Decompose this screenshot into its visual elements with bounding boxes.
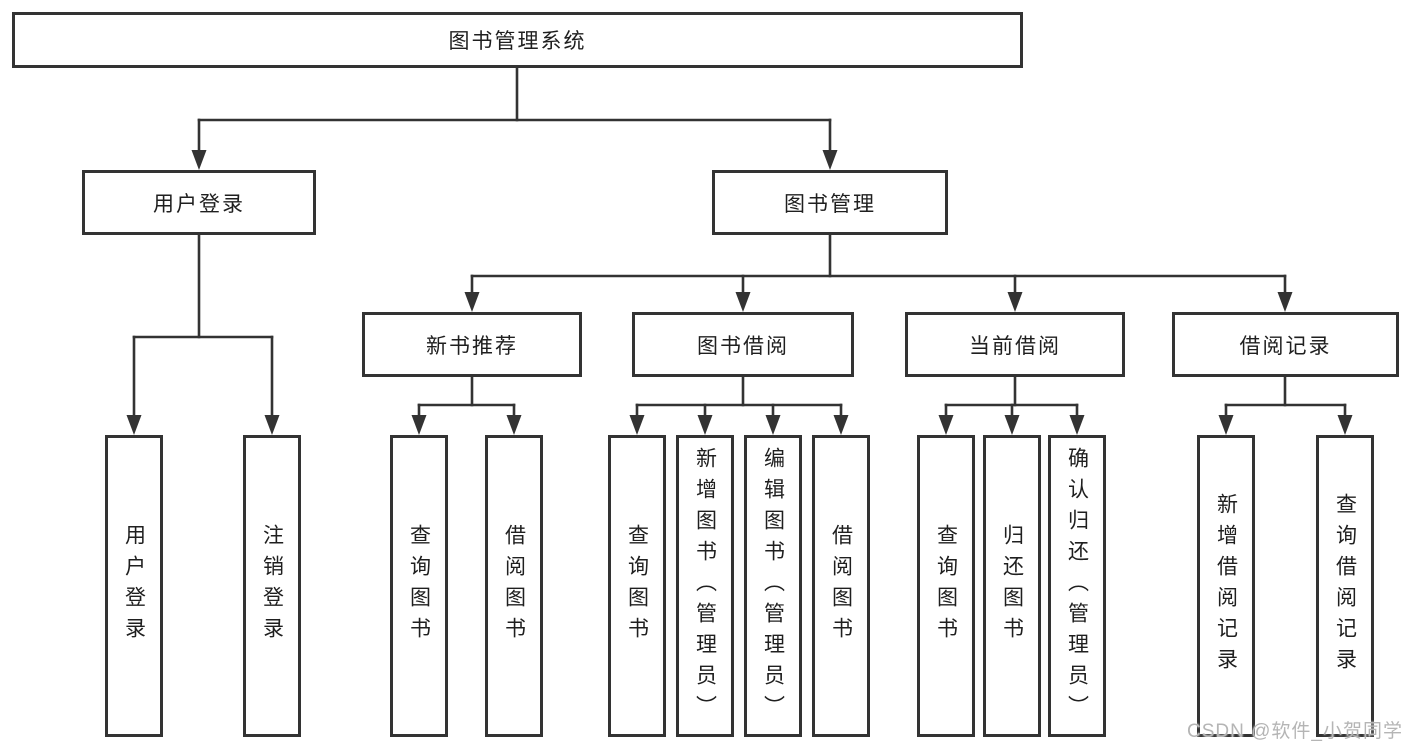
leaf-borrow-query-books-label: 查询图书 xyxy=(625,524,649,648)
leaf-records-query-record-label: 查询借阅记录 xyxy=(1333,493,1357,679)
leaf-newbooks-query-books-label: 查询图书 xyxy=(407,524,431,648)
leaf-logout-label: 注销登录 xyxy=(260,524,284,648)
node-new-book-recommend: 新书推荐 xyxy=(362,312,582,377)
leaf-records-add-record-label: 新增借阅记录 xyxy=(1214,493,1238,679)
leaf-user-login: 用户登录 xyxy=(105,435,163,737)
node-current-borrow: 当前借阅 xyxy=(905,312,1125,377)
leaf-borrow-edit-books-admin: 编辑图书（管理员） xyxy=(744,435,802,737)
node-book-borrow: 图书借阅 xyxy=(632,312,854,377)
node-book-management: 图书管理 xyxy=(712,170,948,235)
leaf-borrow-query-books: 查询图书 xyxy=(608,435,666,737)
leaf-records-query-record: 查询借阅记录 xyxy=(1316,435,1374,737)
node-root: 图书管理系统 xyxy=(12,12,1023,68)
leaf-current-confirm-return-admin: 确认归还（管理员） xyxy=(1048,435,1106,737)
leaf-borrow-borrow-books-label: 借阅图书 xyxy=(829,524,853,648)
leaf-newbooks-borrow-books: 借阅图书 xyxy=(485,435,543,737)
leaf-borrow-add-books-admin-label: 新增图书（管理员） xyxy=(693,446,717,726)
leaf-logout: 注销登录 xyxy=(243,435,301,737)
watermark: CSDN @软件_小贺同学 xyxy=(1187,721,1403,742)
leaf-borrow-edit-books-admin-label: 编辑图书（管理员） xyxy=(761,446,785,726)
leaf-borrow-borrow-books: 借阅图书 xyxy=(812,435,870,737)
leaf-current-return-books: 归还图书 xyxy=(983,435,1041,737)
leaf-records-add-record: 新增借阅记录 xyxy=(1197,435,1255,737)
leaf-newbooks-borrow-books-label: 借阅图书 xyxy=(502,524,526,648)
node-user-login: 用户登录 xyxy=(82,170,316,235)
leaf-current-confirm-return-admin-label: 确认归还（管理员） xyxy=(1065,446,1089,726)
leaf-borrow-add-books-admin: 新增图书（管理员） xyxy=(676,435,734,737)
leaf-current-query-books-label: 查询图书 xyxy=(934,524,958,648)
leaf-current-return-books-label: 归还图书 xyxy=(1000,524,1024,648)
leaf-current-query-books: 查询图书 xyxy=(917,435,975,737)
node-borrow-records: 借阅记录 xyxy=(1172,312,1399,377)
leaf-newbooks-query-books: 查询图书 xyxy=(390,435,448,737)
leaf-user-login-label: 用户登录 xyxy=(122,524,146,648)
